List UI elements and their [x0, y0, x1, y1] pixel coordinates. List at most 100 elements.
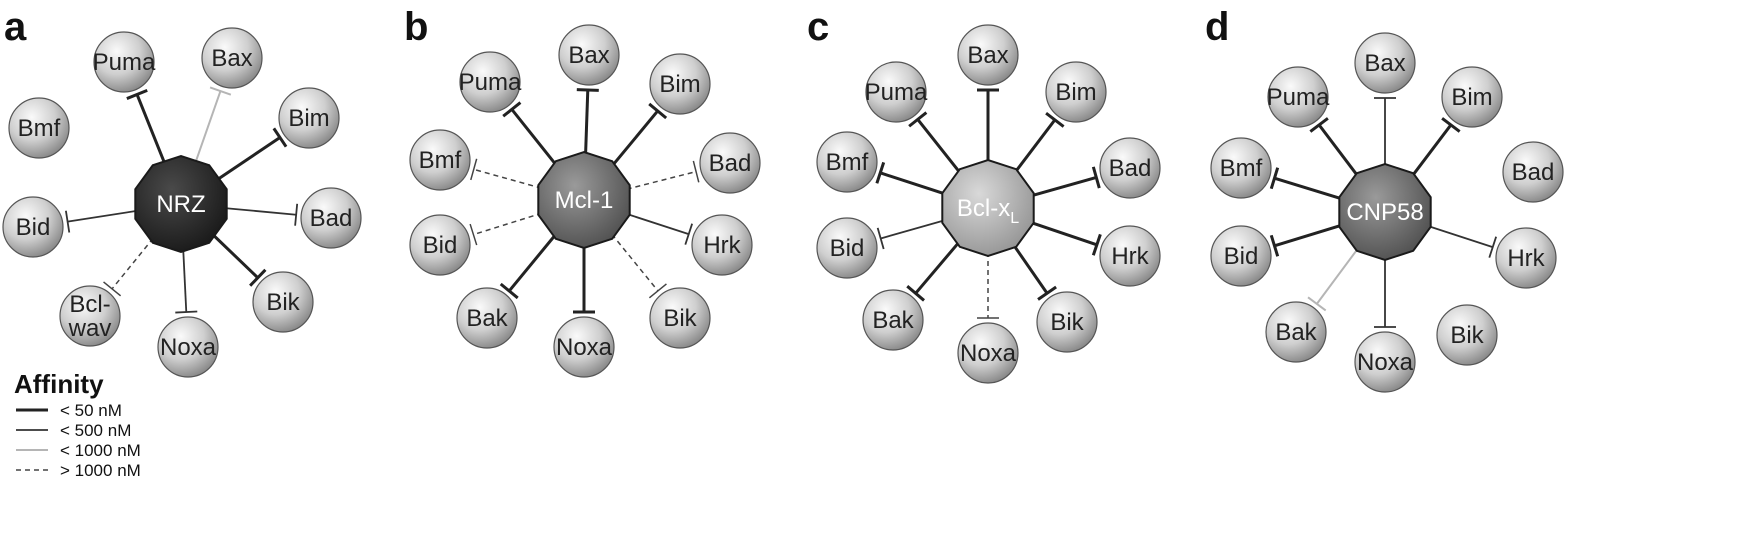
node-label-line2: wav	[68, 315, 112, 342]
protein-node-bax: Bax	[201, 27, 263, 89]
inhibition-edge-bik	[211, 233, 267, 287]
hub-subscript: L	[1010, 210, 1019, 227]
inhibition-edge-bak	[499, 233, 558, 300]
legend-label: > 1000 nM	[60, 461, 141, 480]
protein-node-bik: Bik	[252, 271, 314, 333]
inhibition-edge-hrk	[1029, 220, 1102, 256]
protein-node-puma: Puma	[865, 61, 928, 123]
node-label: Bid	[1224, 243, 1259, 270]
protein-node-bik: Bik	[1036, 291, 1098, 353]
protein-node-bak: Bak	[456, 287, 518, 349]
panel-label: b	[404, 5, 428, 49]
node-label: Bmf	[1220, 155, 1263, 182]
inhibition-edge-bax	[576, 88, 599, 157]
protein-node-bad: Bad	[1099, 137, 1161, 199]
hub-name: Mcl-1	[555, 187, 614, 214]
protein-node-bad: Bad	[1502, 141, 1564, 203]
protein-node-bid: Bid	[2, 196, 64, 258]
node-label: Bax	[568, 42, 609, 69]
protein-node-puma: Puma	[93, 31, 156, 93]
protein-node-noxa: Noxa	[1354, 331, 1416, 393]
protein-node-bad: Bad	[300, 187, 362, 249]
node-label: Bid	[830, 235, 865, 262]
protein-node-noxa: Noxa	[957, 322, 1019, 384]
inhibition-edge-puma	[126, 88, 167, 164]
protein-node-bak: Bak	[1265, 301, 1327, 363]
hub-protein: Bcl-xL	[941, 158, 1035, 258]
inhibition-edge-bad	[626, 160, 700, 190]
node-label: Bid	[423, 232, 458, 259]
inhibition-edge-bad	[1029, 166, 1101, 198]
protein-node-bik: Bik	[1436, 304, 1498, 366]
protein-node-bik: Bik	[649, 287, 711, 349]
legend-label: < 1000 nM	[60, 441, 141, 460]
inhibition-edge-bak	[1307, 246, 1360, 312]
node-label: Bad	[1109, 155, 1152, 182]
node-label: Bad	[1512, 159, 1555, 186]
node-label: Bcl-	[69, 291, 110, 318]
inhibition-edge-bax	[977, 88, 999, 164]
node-label: Puma	[93, 49, 156, 76]
node-label: Puma	[865, 79, 928, 106]
protein-node-bim: Bim	[1045, 61, 1107, 123]
inhibition-edge-noxa	[977, 252, 999, 319]
hub-name: NRZ	[156, 191, 205, 218]
inhibition-edge-bid	[65, 209, 138, 233]
node-label: Bmf	[18, 115, 61, 142]
protein-node-bax: Bax	[1354, 32, 1416, 94]
protein-node-bmf: Bmf	[409, 129, 471, 191]
protein-node-noxa: Noxa	[553, 316, 615, 378]
node-label: Noxa	[160, 334, 217, 361]
inhibition-edge-bid	[876, 219, 946, 250]
hub-label: CNP58	[1346, 199, 1423, 226]
protein-node-bad: Bad	[699, 132, 761, 194]
node-label: Noxa	[960, 340, 1017, 367]
protein-node-hrk: Hrk	[691, 214, 753, 276]
protein-node-hrk: Hrk	[1099, 225, 1161, 287]
inhibition-edge-noxa	[573, 244, 595, 314]
protein-node-noxa: Noxa	[157, 316, 219, 378]
node-label: Bik	[663, 305, 697, 332]
node-label: Hrk	[1111, 243, 1149, 270]
protein-node-hrk: Hrk	[1495, 227, 1557, 289]
legend-title: Affinity	[14, 369, 104, 399]
hub-label: Mcl-1	[555, 187, 614, 214]
edges	[1269, 97, 1497, 328]
node-label: Bim	[288, 105, 329, 132]
inhibition-edge-bad	[224, 203, 299, 226]
inhibition-edge-noxa	[175, 247, 198, 314]
protein-node-bcl: Bcl-wav	[59, 285, 121, 347]
inhibition-edge-bim	[1410, 117, 1461, 178]
node-label: Bik	[1050, 309, 1084, 336]
protein-node-bid: Bid	[816, 217, 878, 279]
node-label: Bax	[967, 42, 1008, 69]
hub-protein: CNP58	[1338, 162, 1432, 262]
edges	[875, 88, 1102, 319]
legend-item-dashed: > 1000 nM	[16, 461, 141, 480]
legend-item-medium: < 500 nM	[16, 421, 131, 440]
inhibition-edge-bcl	[103, 237, 154, 297]
node-label: Bax	[211, 45, 252, 72]
inhibition-edge-bid	[469, 212, 543, 246]
inhibition-edge-bid	[1269, 223, 1344, 257]
inhibition-edge-bik	[611, 233, 667, 299]
node-label: Bak	[872, 307, 914, 334]
protein-node-bmf: Bmf	[1210, 137, 1272, 199]
edges	[469, 88, 700, 314]
inhibition-edge-puma	[502, 101, 558, 167]
inhibition-edge-puma	[908, 111, 962, 175]
legend-label: < 500 nM	[60, 421, 131, 440]
inhibition-edge-puma	[1309, 117, 1360, 178]
node-label: Noxa	[556, 334, 613, 361]
inhibition-edge-bim	[1013, 112, 1065, 174]
legend-item-strong: < 50 nM	[16, 401, 122, 420]
protein-node-bim: Bim	[1441, 66, 1503, 128]
node-label: Bid	[16, 214, 51, 241]
node-label: Bad	[709, 150, 752, 177]
protein-node-bid: Bid	[409, 214, 471, 276]
hub-protein: Mcl-1	[537, 150, 631, 250]
